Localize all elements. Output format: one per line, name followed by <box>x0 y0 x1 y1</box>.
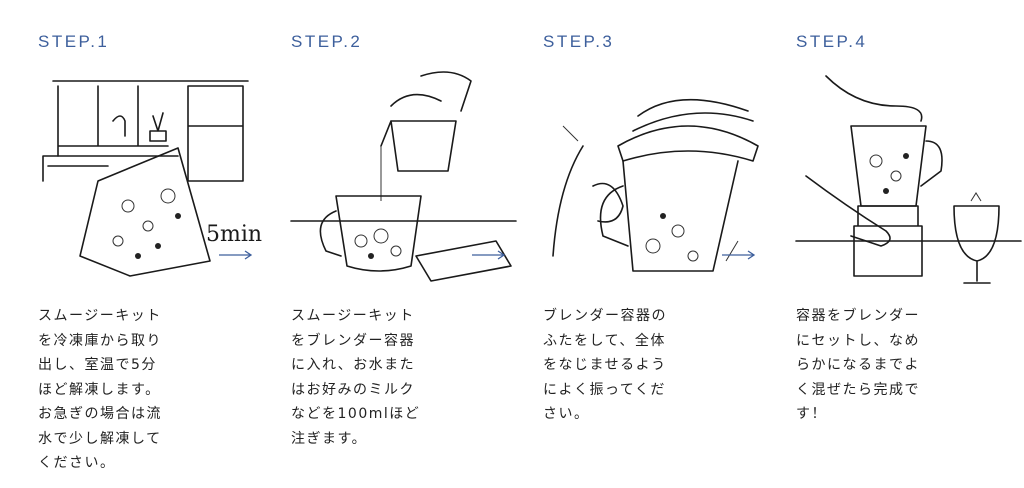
step-label: STEP.3 <box>543 32 615 51</box>
desc-line: をなじませるよう <box>543 357 667 373</box>
desc-line: く混ぜたら完成で <box>796 381 920 398</box>
desc-line: スムージーキット <box>291 308 415 324</box>
step-description: スムージーキット を冷凍庫から取り 出し、室温で5分 ほど解凍します。 お急ぎの… <box>38 304 162 476</box>
desc-line: をブレンダー容器 <box>291 332 415 349</box>
step-description: 容器をブレンダー にセットし、なめ らかになるまでよ く混ぜたら完成で す！ <box>796 304 920 427</box>
step-label: STEP.1 <box>38 32 110 51</box>
step-4: STEP.4 容器をブレンダー にセットし、なめ らかになるまでよ く混ぜたら完… <box>795 0 1024 488</box>
step-label: STEP.4 <box>796 32 868 51</box>
desc-line: さい。 <box>543 406 590 422</box>
step-description: スムージーキット をブレンダー容器 に入れ、お水また はお好みのミルク などを1… <box>291 304 420 451</box>
pour-water-illustration <box>290 71 517 282</box>
desc-line: を冷凍庫から取り <box>38 332 162 349</box>
desc-line: に入れ、お水また <box>291 357 416 373</box>
desc-line: などを100mlほど <box>291 406 421 422</box>
desc-line: らかになるまでよ <box>796 357 920 373</box>
arrow-right-icon <box>472 250 506 260</box>
step-1: STEP.1 5min スムージーキット を冷凍庫から取り 出し、室温で5分 ほ… <box>38 0 278 488</box>
desc-line: 出し、室温で5分 <box>38 357 157 373</box>
desc-line: ほど解凍します。 <box>38 381 161 398</box>
time-label: 5min <box>206 222 262 247</box>
desc-line: によく振ってくだ <box>543 381 666 398</box>
desc-line: にセットし、なめ <box>796 332 920 349</box>
arrow-right-icon <box>722 250 756 260</box>
desc-line: はお好みのミルク <box>291 381 415 398</box>
desc-line: ふたをして、全体 <box>543 332 666 349</box>
desc-line: す！ <box>796 406 827 422</box>
step-3: STEP.3 ブレンダー容器の ふたをして、全体 をなじませるよう によく振って… <box>543 0 783 488</box>
shake-container-illustration <box>552 98 759 272</box>
step-2: STEP.2 スムージーキット をブレンダー容器 に入れ、お水また はお好みのミ… <box>290 0 531 488</box>
step-label: STEP.2 <box>291 32 363 51</box>
thaw-kit-illustration: 5min <box>42 80 262 277</box>
desc-line: ブレンダー容器の <box>543 308 667 324</box>
step-description: ブレンダー容器の ふたをして、全体 をなじませるよう によく振ってくだ さい。 <box>543 304 667 427</box>
desc-line: スムージーキット <box>38 308 162 324</box>
desc-line: お急ぎの場合は流 <box>38 406 162 422</box>
desc-line: ください。 <box>38 455 116 471</box>
desc-line: 注ぎます。 <box>291 430 368 447</box>
arrow-right-icon <box>219 250 253 260</box>
desc-line: 水で少し解凍して <box>38 430 162 447</box>
desc-line: 容器をブレンダー <box>796 308 920 324</box>
blend-illustration <box>795 75 1022 284</box>
